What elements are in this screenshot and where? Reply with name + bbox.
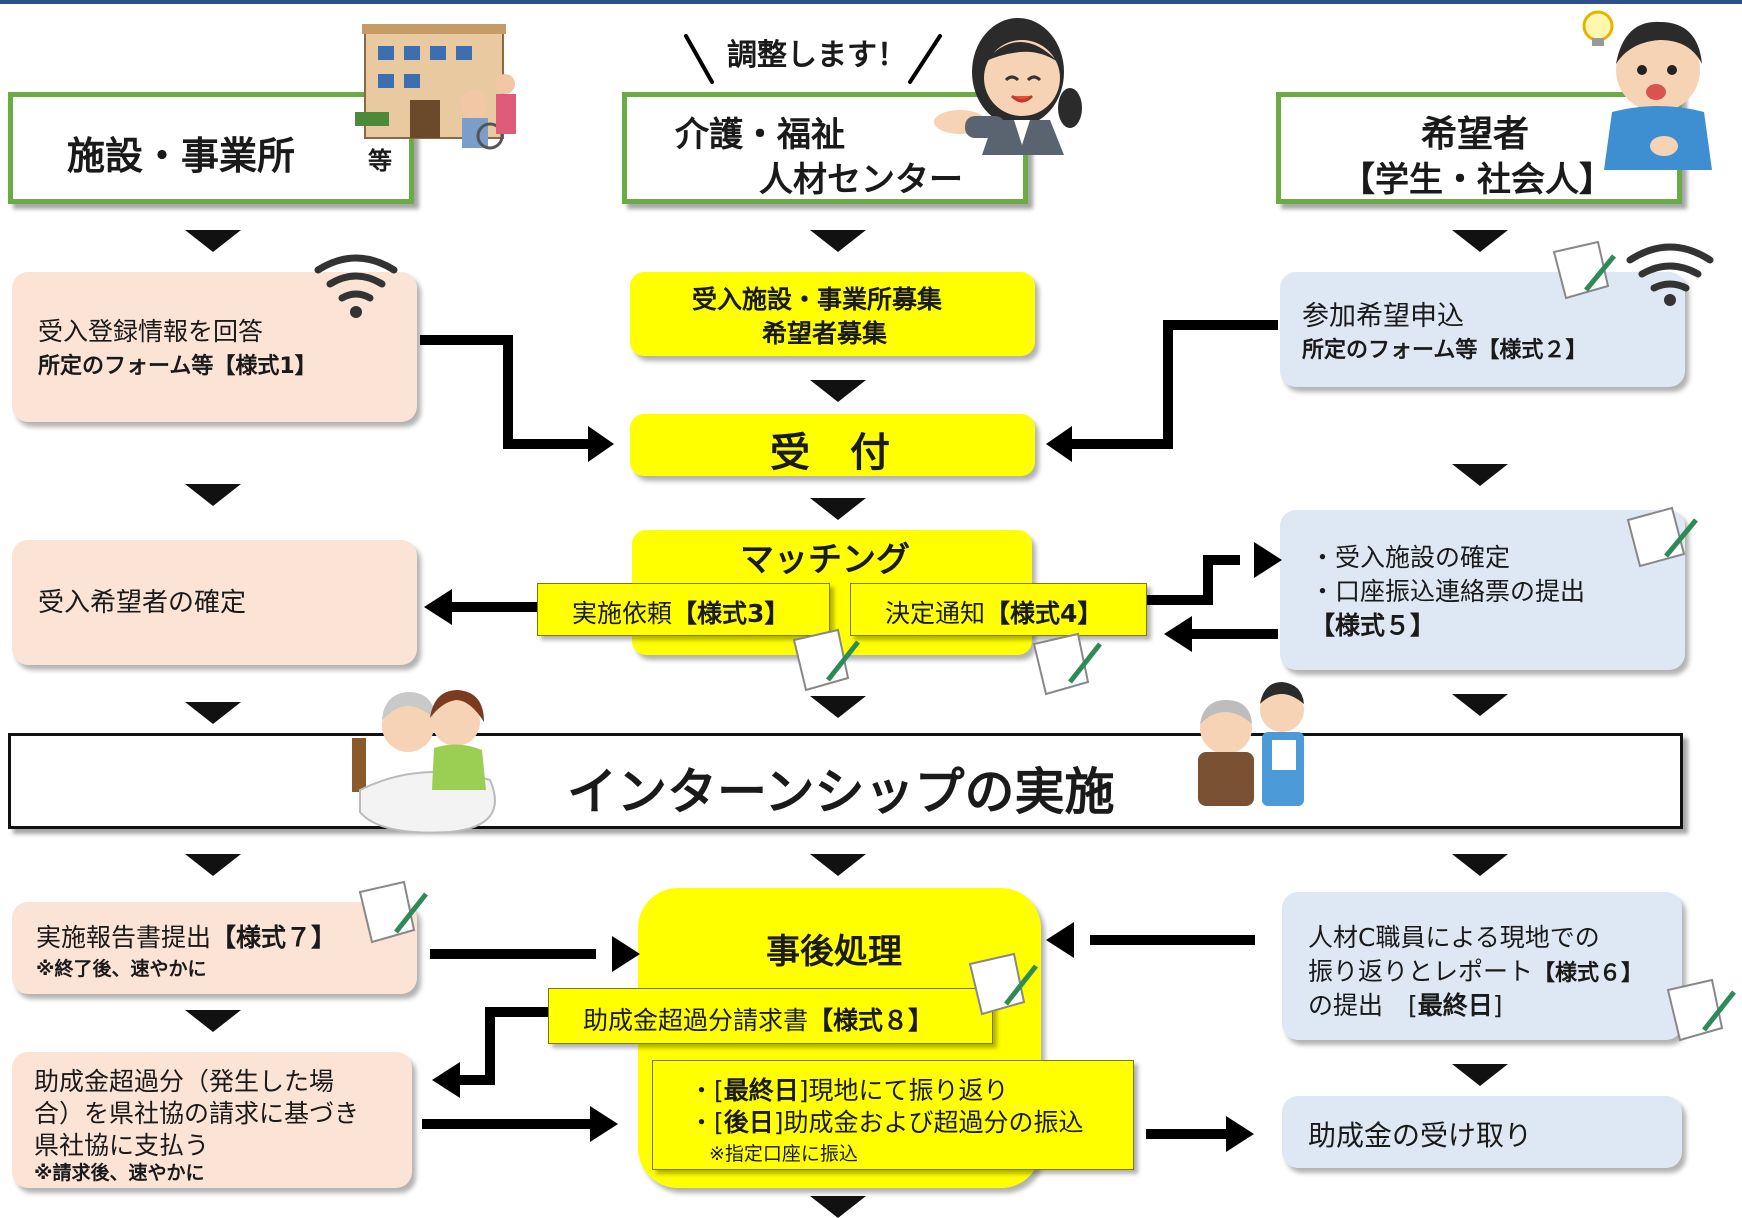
internship-label: インターンシップの実施 bbox=[567, 763, 1115, 821]
applicant-step-review: 人材C職員による現地での 振り返りとレポート【様式６】 の提出 [最終日] bbox=[1282, 892, 1682, 1040]
request-form: 【様式3】 bbox=[672, 599, 790, 628]
applicant-receive-text: 助成金の受け取り bbox=[1308, 1119, 1533, 1152]
arrow-matching-to-applicant bbox=[1147, 555, 1240, 605]
facility-title: 施設・事業所 bbox=[67, 134, 296, 178]
paper-pen-icon bbox=[1626, 506, 1698, 568]
down-arrow-right-2 bbox=[1452, 464, 1508, 486]
facility-title-suffix: 等 bbox=[368, 147, 392, 175]
matching-label: マッチング bbox=[740, 540, 910, 580]
wifi-icon bbox=[314, 254, 398, 302]
facility-register-form: 所定のフォーム等【様式1】 bbox=[38, 354, 317, 379]
final-day-box: ・[最終日]現地にて振り返り ・[後日]助成金および超過分の振込 ※指定口座に振… bbox=[652, 1060, 1134, 1170]
request-form-box: 実施依頼【様式3】 bbox=[537, 583, 830, 636]
down-arrow-left-1 bbox=[185, 230, 241, 252]
reception-box: 受 付 bbox=[630, 414, 1035, 476]
paper-pen-icon bbox=[1666, 978, 1736, 1042]
down-arrow-left-4 bbox=[185, 854, 241, 876]
student-man-icon bbox=[1582, 10, 1712, 170]
down-arrow-center-2 bbox=[810, 380, 866, 402]
facility-report-note: ※終了後、速やかに bbox=[36, 958, 207, 980]
facility-report-form: 【様式７】 bbox=[211, 923, 337, 952]
applicant-title-line2: 【学生・社会人】 bbox=[1341, 160, 1613, 200]
request-text: 実施依頼【様式3】 bbox=[572, 594, 789, 630]
reception-label: 受 付 bbox=[770, 430, 890, 476]
applicant-title-line1: 希望者 bbox=[1421, 114, 1530, 155]
down-arrow-right-1 bbox=[1452, 230, 1508, 252]
center-title-line1: 介護・福祉 bbox=[675, 115, 845, 155]
down-arrow-right-3 bbox=[1452, 694, 1508, 716]
final-line2: ・[後日]助成金および超過分の振込 bbox=[689, 1108, 1084, 1137]
notice-form: 【様式4】 bbox=[985, 599, 1103, 628]
facility-payment-line1: 助成金超過分（発生した場 bbox=[34, 1067, 335, 1096]
down-arrow-right-4 bbox=[1452, 854, 1508, 876]
invoice-text: 助成金超過分請求書【様式８】 bbox=[583, 1001, 933, 1037]
down-arrow-center-3 bbox=[810, 498, 866, 520]
final-line1: ・[最終日]現地にて振り返り bbox=[689, 1076, 1009, 1105]
paper-pen-icon bbox=[358, 880, 428, 944]
down-arrow-left-5 bbox=[185, 1010, 241, 1032]
notice-form-box: 決定通知【様式4】 bbox=[850, 583, 1147, 636]
facility-register-text: 受入登録情報を回答 bbox=[38, 317, 264, 346]
applicant-review-line1: 人材C職員による現地での bbox=[1308, 923, 1600, 952]
facility-header: 施設・事業所 等 bbox=[8, 92, 414, 204]
down-arrow-left-3 bbox=[185, 702, 241, 724]
applicant-apply-form: 所定のフォーム等【様式２】 bbox=[1302, 338, 1588, 363]
down-arrow-right-5 bbox=[1452, 1064, 1508, 1086]
caregiver-man-icon bbox=[1198, 682, 1304, 806]
wifi-icon bbox=[1626, 243, 1714, 292]
facility-payment-line3: 県社協に支払う bbox=[34, 1131, 210, 1160]
applicant-review-line3: の提出 [最終日] bbox=[1308, 991, 1503, 1020]
arrow-facility-to-reception bbox=[420, 335, 590, 449]
facility-confirm-text: 受入希望者の確定 bbox=[38, 588, 247, 618]
center-title-line2: 人材センター bbox=[759, 160, 963, 200]
applicant-step-apply: 参加希望申込 所定のフォーム等【様式２】 bbox=[1280, 272, 1685, 387]
staff-woman-icon bbox=[934, 18, 1082, 155]
applicant-apply-text: 参加希望申込 bbox=[1302, 301, 1464, 332]
down-arrow-center-4 bbox=[810, 696, 866, 718]
paper-pen-icon bbox=[968, 952, 1038, 1016]
elderly-care-icon bbox=[352, 690, 496, 834]
applicant-confirm-form: 【様式５】 bbox=[1310, 611, 1436, 640]
applicant-step-confirm: ・受入施設の確定 ・口座振込連絡票の提出 【様式５】 bbox=[1280, 510, 1685, 670]
final-line3: ※指定口座に振込 bbox=[709, 1143, 858, 1165]
internship-box: インターンシップの実施 bbox=[8, 733, 1683, 829]
post-process-label: 事後処理 bbox=[766, 932, 902, 972]
center-shout: 調整します！ bbox=[727, 38, 907, 73]
arrow-invoice-to-facility bbox=[460, 1007, 548, 1085]
recruit-line1: 受入施設・事業所募集 bbox=[692, 285, 943, 314]
facility-step-report: 実施報告書提出【様式７】 ※終了後、速やかに bbox=[12, 902, 417, 994]
paper-pen-icon bbox=[1552, 240, 1616, 300]
arrow-applicant-to-reception bbox=[1072, 320, 1278, 449]
notice-label: 決定通知 bbox=[885, 599, 986, 628]
facility-payment-note: ※請求後、速やかに bbox=[34, 1162, 205, 1184]
applicant-step-receive: 助成金の受け取り bbox=[1282, 1096, 1682, 1168]
facility-step-payment: 助成金超過分（発生した場 合）を県社協の請求に基づき 県社協に支払う ※請求後、… bbox=[12, 1052, 412, 1188]
applicant-confirm-line2: ・口座振込連絡票の提出 bbox=[1310, 577, 1586, 606]
invoice-form-box: 助成金超過分請求書【様式８】 bbox=[548, 988, 993, 1044]
top-bar bbox=[0, 0, 1742, 4]
recruit-box: 受入施設・事業所募集 希望者募集 bbox=[630, 272, 1035, 356]
invoice-form: 【様式８】 bbox=[808, 1006, 934, 1035]
facility-report-label: 実施報告書提出 bbox=[36, 923, 212, 952]
facility-building-icon bbox=[355, 24, 516, 150]
applicant-review-line2: 振り返りとレポート【様式６】 bbox=[1308, 957, 1644, 986]
facility-step-confirm: 受入希望者の確定 bbox=[12, 540, 417, 665]
down-arrow-center-1 bbox=[810, 230, 866, 252]
down-arrow-left-2 bbox=[185, 484, 241, 506]
paper-pen-icon bbox=[792, 628, 860, 692]
applicant-confirm-line1: ・受入施設の確定 bbox=[1310, 543, 1511, 572]
facility-payment-line2: 合）を県社協の請求に基づき bbox=[34, 1099, 360, 1128]
invoice-label: 助成金超過分請求書 bbox=[583, 1006, 809, 1035]
recruit-line2: 希望者募集 bbox=[762, 319, 888, 348]
notice-text: 決定通知【様式4】 bbox=[885, 594, 1102, 630]
facility-report-text: 実施報告書提出【様式７】 bbox=[36, 918, 336, 954]
paper-pen-icon bbox=[1032, 632, 1102, 696]
down-arrow-center-6 bbox=[810, 1196, 866, 1218]
request-label: 実施依頼 bbox=[572, 599, 673, 628]
down-arrow-center-5 bbox=[810, 854, 866, 876]
